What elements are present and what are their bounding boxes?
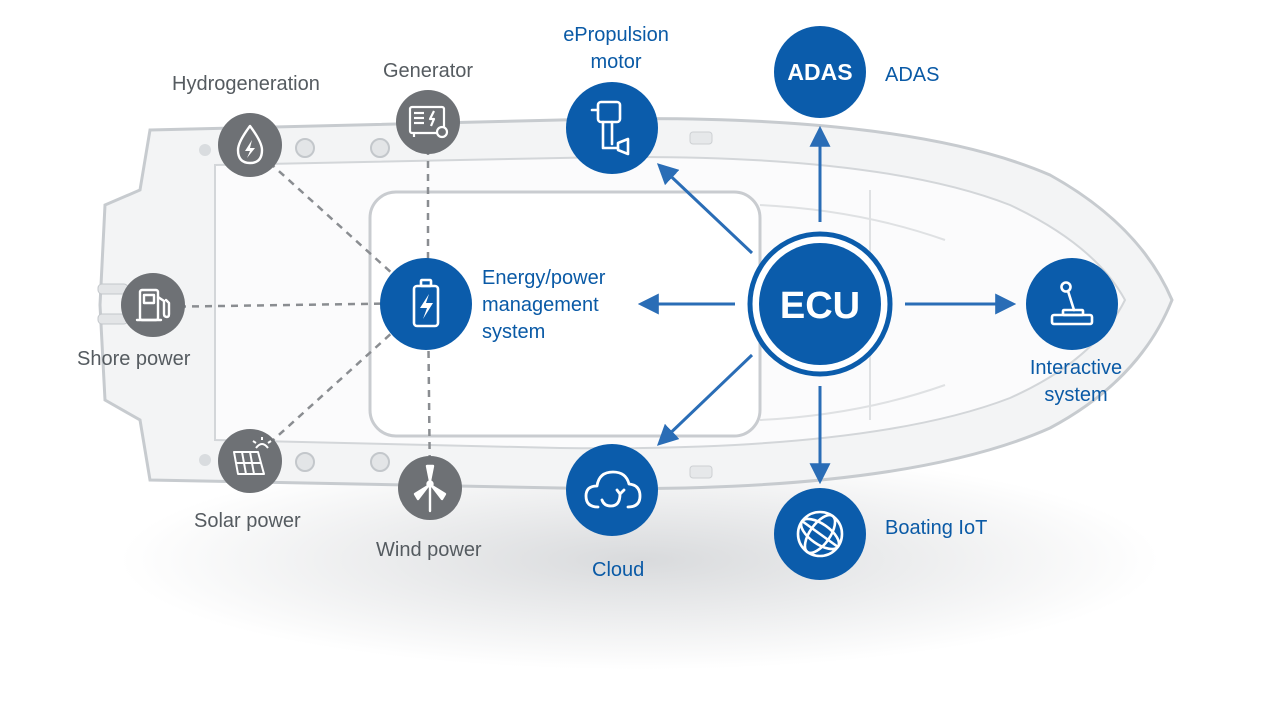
generator-label: Generator <box>383 60 474 82</box>
wind-power-label: Wind power <box>376 539 482 561</box>
wind-node <box>398 456 462 520</box>
adas-node: ADAS <box>774 26 866 118</box>
shore-node <box>121 273 185 337</box>
ecu-arrows <box>637 125 1017 485</box>
adas-badge: ADAS <box>787 59 852 85</box>
iot-node <box>774 488 866 580</box>
arrow-to-epropulsion <box>656 163 754 255</box>
cloud-icon <box>584 470 642 509</box>
boat-shadow <box>120 450 1160 670</box>
hydrogeneration-label: Hydrogeneration <box>172 73 320 95</box>
adas-label: ADAS <box>885 64 940 86</box>
generator-icon <box>408 105 449 139</box>
cloud-node <box>566 444 658 536</box>
fuel-pump-icon <box>135 288 171 322</box>
battery-icon <box>412 278 440 328</box>
energy-label: Energy/power management system <box>482 267 606 343</box>
iot-label: Boating IoT <box>885 517 988 539</box>
epropulsion-node <box>566 82 658 174</box>
solar-node <box>218 429 282 493</box>
epropulsion-label: ePropulsion motor <box>563 24 669 73</box>
interactive-node <box>1026 258 1118 350</box>
outboard-motor-icon <box>590 100 630 156</box>
cloud-label: Cloud <box>592 559 645 581</box>
hydrogeneration-node <box>218 113 282 177</box>
shore-power-label: Shore power <box>77 348 191 370</box>
joystick-icon <box>1050 281 1094 326</box>
ecu-node: ECU <box>747 231 893 377</box>
wind-turbine-icon <box>413 464 447 513</box>
solar-power-label: Solar power <box>194 510 301 532</box>
ecu-label: ECU <box>780 285 860 327</box>
interactive-label: Interactive system <box>1029 357 1123 406</box>
globe-icon <box>796 510 844 558</box>
arrow-to-cloud <box>656 353 754 446</box>
solar-panel-icon <box>233 437 272 475</box>
water-drop-bolt-icon <box>236 124 264 165</box>
energy-node <box>380 258 472 350</box>
generator-node <box>396 90 460 154</box>
connector-shore <box>152 301 426 309</box>
